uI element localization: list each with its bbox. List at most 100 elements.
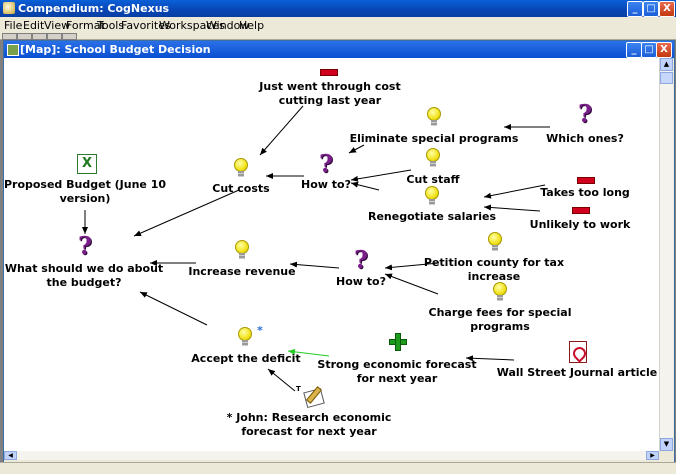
app-title-bar[interactable]: Compendium: CogNexus _ □ X [0, 0, 676, 17]
scroll-right-icon[interactable]: ▶ [646, 451, 659, 460]
menu-view[interactable]: View [44, 19, 71, 32]
link-layer [82, 105, 550, 392]
link [384, 262, 440, 271]
question-icon[interactable]: ? [354, 245, 369, 274]
toolbar-tab[interactable] [32, 33, 47, 40]
link [483, 184, 546, 199]
node-eliminate-special-programs[interactable]: Eliminate special programs [349, 132, 519, 145]
node-strong-economic-forecast[interactable]: Strong economic forecast for next year [312, 358, 482, 386]
menu-help[interactable]: Help [239, 19, 265, 32]
node-label-line: cutting last year [278, 94, 382, 107]
map-minimize-button[interactable]: _ [626, 42, 642, 58]
node-label-line: Charge fees for special [428, 306, 572, 319]
tag-marker: * [257, 324, 263, 337]
node-label-line: programs [470, 320, 530, 333]
idea-bulb-icon[interactable] [238, 327, 252, 347]
idea-bulb-icon[interactable] [425, 186, 439, 206]
node-how-to-costs[interactable]: How to? [301, 178, 351, 191]
question-icon[interactable]: ? [319, 149, 334, 178]
node-label-line: Strong economic forecast [317, 358, 477, 371]
toolbar-tab[interactable] [17, 33, 32, 40]
note-icon[interactable] [303, 386, 325, 409]
node-which-ones[interactable]: Which ones? [546, 132, 624, 145]
node-john-research[interactable]: * John: Research economic forecast for n… [224, 411, 394, 439]
node-wall-street-journal-article[interactable]: Wall Street Journal article [496, 366, 658, 379]
idea-bulb-icon[interactable] [426, 148, 440, 168]
status-bar [0, 462, 676, 474]
link [139, 291, 208, 326]
con-minus-icon[interactable] [572, 207, 590, 214]
idea-bulb-icon[interactable] [493, 282, 507, 302]
menu-workspaces[interactable]: Workspaces [159, 19, 225, 32]
question-icon[interactable]: ? [78, 231, 93, 260]
pdf-icon[interactable] [569, 341, 587, 363]
node-what-should-we-do[interactable]: What should we do about the budget? [4, 262, 169, 290]
close-button[interactable]: X [659, 1, 675, 17]
compendium-app-icon [3, 2, 15, 14]
idea-bulb-icon[interactable] [234, 158, 248, 178]
toolbar-strip [0, 33, 676, 40]
con-minus-icon[interactable] [320, 69, 338, 76]
node-label-line: for next year [356, 372, 438, 385]
node-just-went-through[interactable]: Just went through cost cutting last year [245, 80, 415, 108]
menu-edit[interactable]: Edit [23, 19, 45, 32]
map-window-title: [Map]: School Budget Decision [20, 43, 211, 56]
map-icon [7, 44, 19, 56]
link [384, 273, 439, 295]
menu-format[interactable]: Format [66, 19, 105, 32]
excel-icon[interactable]: X [77, 154, 97, 174]
link [348, 144, 365, 154]
scroll-left-icon[interactable]: ◀ [4, 451, 17, 460]
link [483, 204, 541, 212]
node-renegotiate-salaries[interactable]: Renegotiate salaries [367, 210, 497, 223]
question-icon[interactable]: ? [578, 99, 593, 128]
node-label-line: version) [59, 192, 111, 205]
maximize-button[interactable]: □ [643, 1, 659, 17]
scroll-down-icon[interactable]: ▼ [660, 438, 673, 451]
node-takes-too-long[interactable]: Takes too long [540, 186, 630, 199]
node-proposed-budget[interactable]: Proposed Budget (June 10 version) [4, 178, 170, 206]
node-charge-fees[interactable]: Charge fees for special programs [415, 306, 585, 334]
map-window-title-bar[interactable]: [Map]: School Budget Decision _ □ X [4, 41, 674, 58]
scroll-up-icon[interactable]: ▲ [660, 58, 673, 71]
link [350, 169, 412, 182]
node-label-line: the budget? [46, 276, 122, 289]
link [259, 105, 304, 156]
menu-tools[interactable]: Tools [97, 19, 125, 32]
menu-bar: File Edit View Format Tools Favorites Wo… [0, 17, 676, 33]
transclusion-marker: T [296, 385, 301, 393]
node-accept-the-deficit[interactable]: Accept the deficit [191, 352, 301, 365]
node-how-to-revenue[interactable]: How to? [336, 275, 386, 288]
map-close-button[interactable]: X [656, 42, 672, 58]
pro-plus-icon[interactable] [389, 333, 407, 351]
menu-window[interactable]: Window [206, 19, 250, 32]
map-maximize-button[interactable]: □ [641, 42, 657, 58]
node-petition-county[interactable]: Petition county for tax increase [409, 256, 579, 284]
toolbar-tab[interactable] [2, 33, 17, 40]
idea-bulb-icon[interactable] [427, 107, 441, 127]
horizontal-scrollbar[interactable]: ◀ ▶ [4, 451, 659, 460]
node-unlikely-to-work[interactable]: Unlikely to work [529, 218, 631, 231]
link [267, 368, 296, 392]
menu-favorites[interactable]: Favorites [121, 19, 171, 32]
app-title: Compendium: CogNexus [18, 2, 170, 15]
minimize-button[interactable]: _ [627, 1, 643, 17]
node-label-line: What should we do about [4, 262, 164, 275]
node-cut-staff[interactable]: Cut staff [406, 173, 460, 186]
node-increase-revenue[interactable]: Increase revenue [188, 265, 296, 278]
link [465, 355, 515, 362]
idea-bulb-icon[interactable] [235, 240, 249, 260]
node-cut-costs[interactable]: Cut costs [212, 182, 270, 195]
menu-file[interactable]: File [4, 19, 23, 32]
node-label-line: * John: Research economic [226, 411, 392, 424]
toolbar-tab[interactable] [47, 33, 62, 40]
map-canvas[interactable]: Just went through cost cutting last year… [4, 58, 659, 451]
link [350, 181, 380, 191]
idea-bulb-icon[interactable] [488, 232, 502, 252]
link [289, 261, 340, 269]
con-minus-icon[interactable] [577, 177, 595, 184]
node-label-line: Petition county for tax [423, 256, 565, 269]
scroll-thumb[interactable] [660, 72, 673, 84]
vertical-scrollbar[interactable]: ▲ ▼ [659, 58, 673, 451]
toolbar-tab[interactable] [62, 33, 77, 40]
